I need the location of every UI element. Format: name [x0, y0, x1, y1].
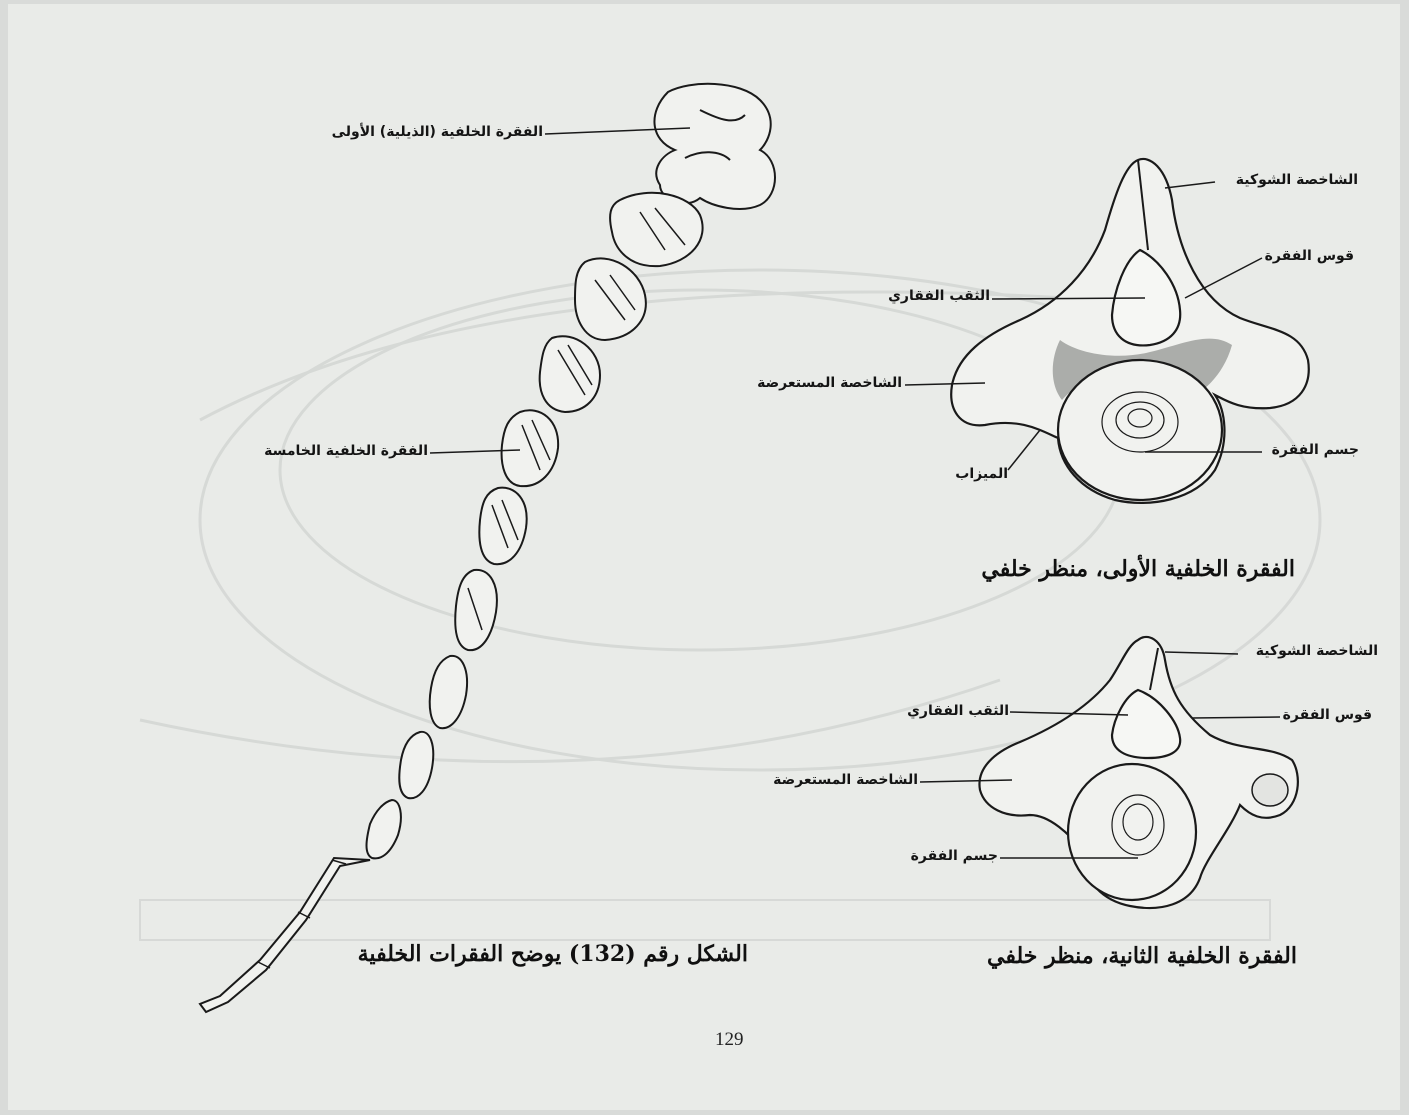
caption-first-vertebra: الفقرة الخلفية الأولى، منظر خلفي: [940, 556, 1295, 582]
label-second-transverse-process: الشاخصة المستعرضة: [772, 772, 918, 788]
label-second-vertebral-arch: قوس الفقرة: [1282, 707, 1372, 723]
label-second-spinous-process: الشاخصة الشوكية: [1240, 643, 1378, 659]
label-first-vertebral-body: جسم الفقرة: [1264, 442, 1359, 458]
caption-second-vertebra: الفقرة الخلفية الثانية، منظر خلفي: [952, 943, 1297, 969]
tail-vertebra-2: [610, 193, 703, 266]
label-first-gutter: الميزاب: [948, 466, 1008, 482]
label-first-transverse-process: الشاخصة المستعرضة: [754, 375, 902, 391]
label-first-tail-vertebra: الفقرة الخلفية (الذيلية) الأولى: [335, 124, 543, 140]
label-fifth-tail-vertebra: الفقرة الخلفية الخامسة: [278, 443, 428, 459]
label-first-spinous-process: الشاخصة الشوكية: [1218, 172, 1358, 188]
label-first-vertebral-foramen: الثقب الفقاري: [878, 288, 990, 304]
second-vertebra-knob: [1252, 774, 1288, 806]
label-first-vertebral-arch: قوس الفقرة: [1264, 248, 1354, 264]
page-number: 129: [715, 1029, 744, 1051]
first-vertebra-body: [1058, 360, 1222, 500]
label-second-vertebral-foramen: الثقب الفقاري: [905, 703, 1009, 719]
first-tail-vertebra: [654, 84, 775, 209]
main-figure-caption: الشكل رقم (132) يوضح الفقرات الخلفية: [312, 941, 748, 967]
label-second-vertebral-body: جسم الفقرة: [912, 848, 998, 864]
second-vertebra-body: [1068, 764, 1196, 900]
